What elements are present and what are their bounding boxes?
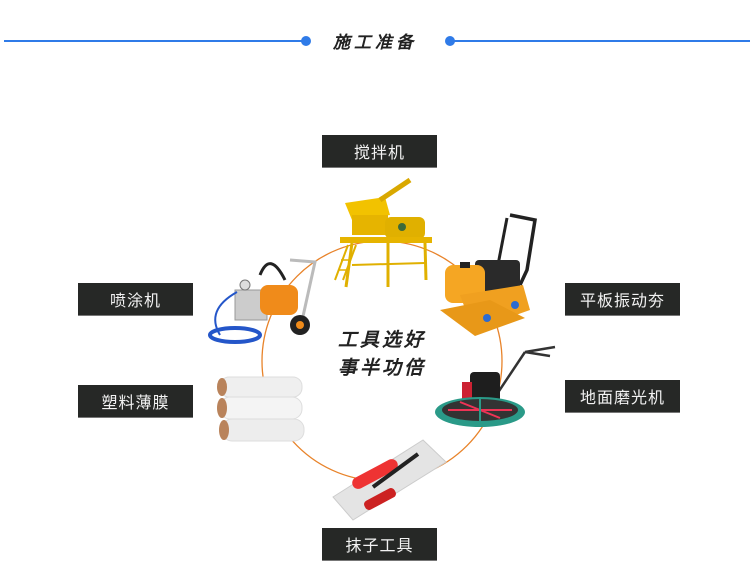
concrete-mixer-icon (334, 177, 432, 288)
label-sprayer: 喷涂机 (78, 283, 193, 316)
header-line-right (452, 40, 750, 42)
power-trowel-icon (435, 345, 556, 427)
label-plate-compactor: 平板振动夯 (565, 283, 680, 316)
label-mixer: 搅拌机 (322, 135, 437, 168)
label-power-trowel: 地面磨光机 (565, 380, 680, 413)
header-line-left (4, 40, 304, 42)
section-title: 施工准备 (333, 33, 417, 53)
plate-compactor-icon (440, 213, 537, 336)
label-hand-trowel: 抹子工具 (322, 528, 437, 561)
hand-trowel-icon (332, 439, 447, 521)
label-plastic-film: 塑料薄膜 (78, 385, 193, 418)
paint-sprayer-icon (208, 258, 317, 344)
center-slogan: 工具选好 事半功倍 (326, 326, 438, 382)
plastic-film-roll-icon (217, 376, 305, 442)
header-dot-right (445, 36, 455, 46)
slogan-line-2: 事半功倍 (337, 357, 426, 379)
slogan-line-1: 工具选好 (337, 329, 426, 351)
header-dot-left (301, 36, 311, 46)
